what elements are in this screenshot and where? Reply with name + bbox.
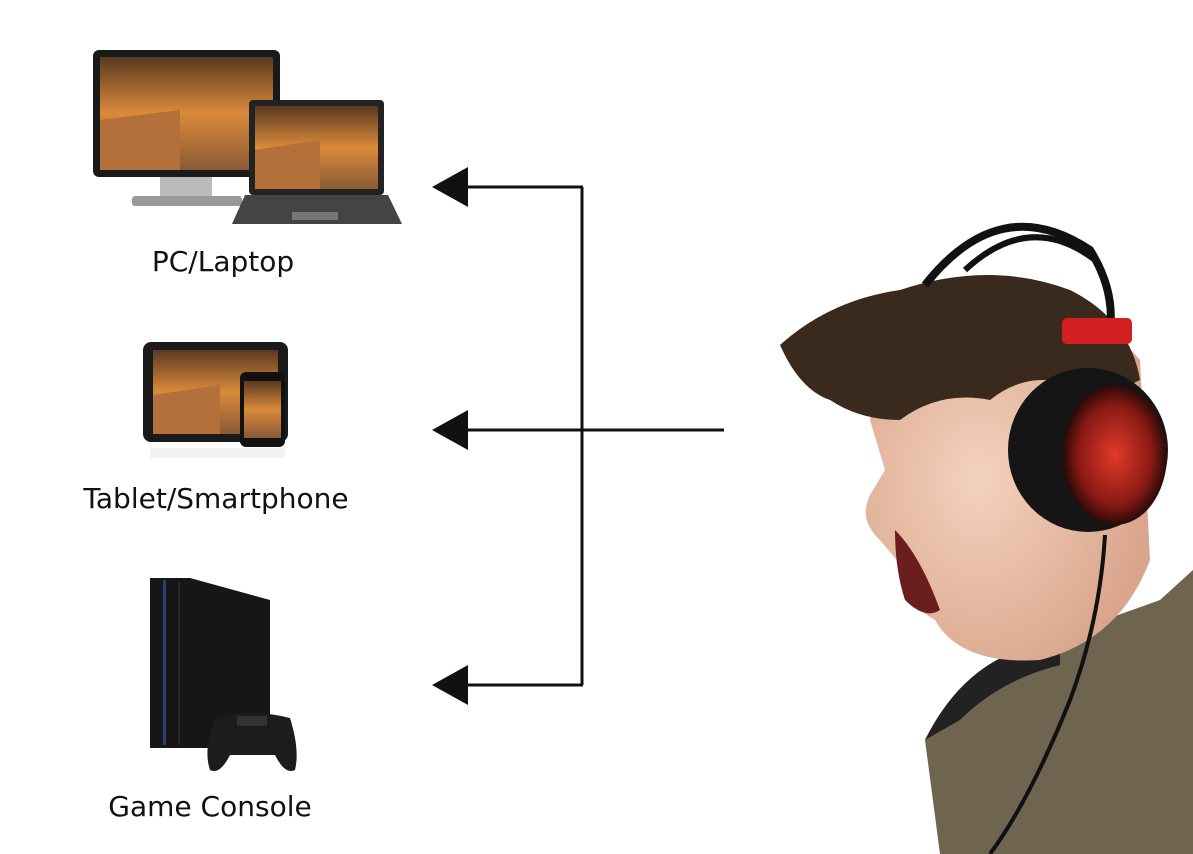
- connection-arrows: [462, 185, 724, 687]
- arrowhead-pc: [432, 167, 468, 207]
- pc-laptop-icon: [93, 50, 402, 224]
- arrowhead-console: [432, 665, 468, 705]
- gamer-with-headset-image: [780, 222, 1193, 854]
- pc-laptop-label: PC/Laptop: [151, 245, 295, 278]
- tablet-smartphone-icon: [143, 342, 288, 458]
- arrowhead-tablet: [432, 410, 468, 450]
- game-console-label: Game Console: [108, 790, 312, 823]
- game-console-icon: [150, 578, 297, 771]
- tablet-smartphone-label: Tablet/Smartphone: [83, 482, 349, 515]
